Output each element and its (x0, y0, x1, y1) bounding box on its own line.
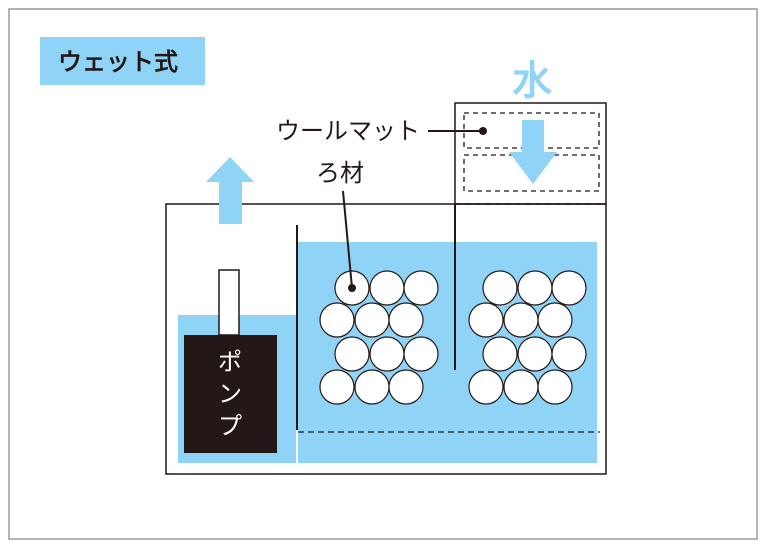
media-ball (468, 302, 504, 338)
media-leader-dot (348, 284, 356, 292)
media-ball (354, 369, 390, 405)
tank-outline (165, 203, 607, 475)
media-ball (319, 369, 355, 405)
media-ball (354, 302, 390, 338)
media-ball (503, 369, 539, 405)
title-badge (40, 37, 205, 85)
media-ball (482, 270, 518, 306)
media-ball (551, 270, 587, 306)
water-in-arrow (509, 120, 557, 184)
media-ball (551, 336, 587, 372)
media-ball (403, 336, 439, 372)
media-ball (517, 270, 553, 306)
media-ball (369, 270, 405, 306)
media-ball (537, 302, 573, 338)
pump-label-1: ポ (218, 348, 242, 376)
media-ball (537, 369, 573, 405)
media-ball (369, 336, 405, 372)
water-label: 水 (512, 58, 553, 104)
media-ball (334, 336, 370, 372)
pump-body (184, 335, 277, 453)
media-ball (388, 302, 424, 338)
title-text: ウェット式 (58, 48, 178, 76)
pump-out-arrow (206, 157, 254, 224)
wool-mat-label: ウールマット (276, 117, 420, 145)
media-ball (482, 336, 518, 372)
media-ball (503, 302, 539, 338)
pump-label-3: プ (218, 412, 242, 440)
media-label: ろ材 (316, 159, 364, 187)
media-leader (342, 190, 353, 289)
media-ball (403, 270, 439, 306)
wool-mat-leader-dot (479, 127, 487, 135)
media-ball (517, 336, 553, 372)
media-ball (468, 369, 504, 405)
media-ball (319, 302, 355, 338)
pump-pipe (218, 269, 240, 336)
media-balls-right (468, 270, 587, 405)
media-ball (388, 369, 424, 405)
pump-label-2: ン (218, 380, 242, 408)
